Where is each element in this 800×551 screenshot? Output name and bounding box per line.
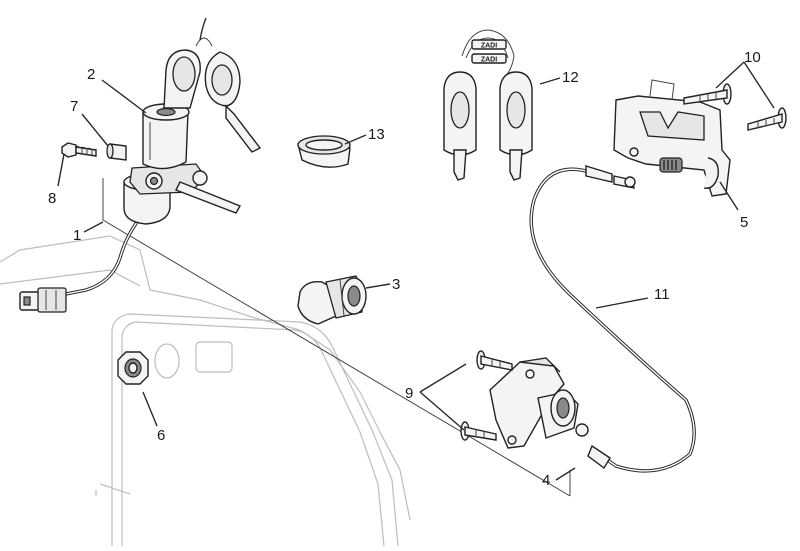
latch-part-3 (297, 275, 367, 325)
callout-13: 13 (368, 126, 385, 143)
callout-9: 9 (405, 385, 413, 402)
key-tag-label: ZADI (481, 43, 497, 50)
callout-2: 2 (87, 66, 95, 83)
screws-part-10 (683, 83, 787, 131)
ring-part-13 (297, 135, 351, 168)
lock-part-4 (489, 357, 579, 449)
nut-part-6 (117, 351, 149, 385)
ignition-switch-assembly (19, 17, 262, 313)
callout-4: 4 (542, 472, 550, 489)
screws-part-9 (460, 350, 513, 441)
callout-10: 10 (744, 49, 761, 66)
callout-8: 8 (48, 190, 56, 207)
background-frame (0, 235, 411, 547)
callout-7: 7 (70, 98, 78, 115)
connector-plug (19, 287, 67, 313)
callout-1: 1 (73, 227, 81, 244)
callout-6: 6 (157, 427, 165, 444)
callout-5: 5 (740, 214, 748, 231)
key-tag-label-2: ZADI (481, 57, 497, 64)
callout-labels: 1 2 3 4 5 6 7 8 9 10 11 12 13 (48, 49, 761, 489)
callout-3: 3 (392, 276, 400, 293)
ignition-keys (163, 17, 262, 153)
callout-12: 12 (562, 69, 579, 86)
callout-leaders (57, 61, 775, 481)
bolt-part-8 (61, 142, 97, 158)
spacer-part-7 (106, 143, 127, 161)
cable-part-11 (529, 165, 696, 473)
callout-11: 11 (654, 286, 670, 303)
key-pair-part-12: ZADI ZADI (443, 29, 533, 181)
